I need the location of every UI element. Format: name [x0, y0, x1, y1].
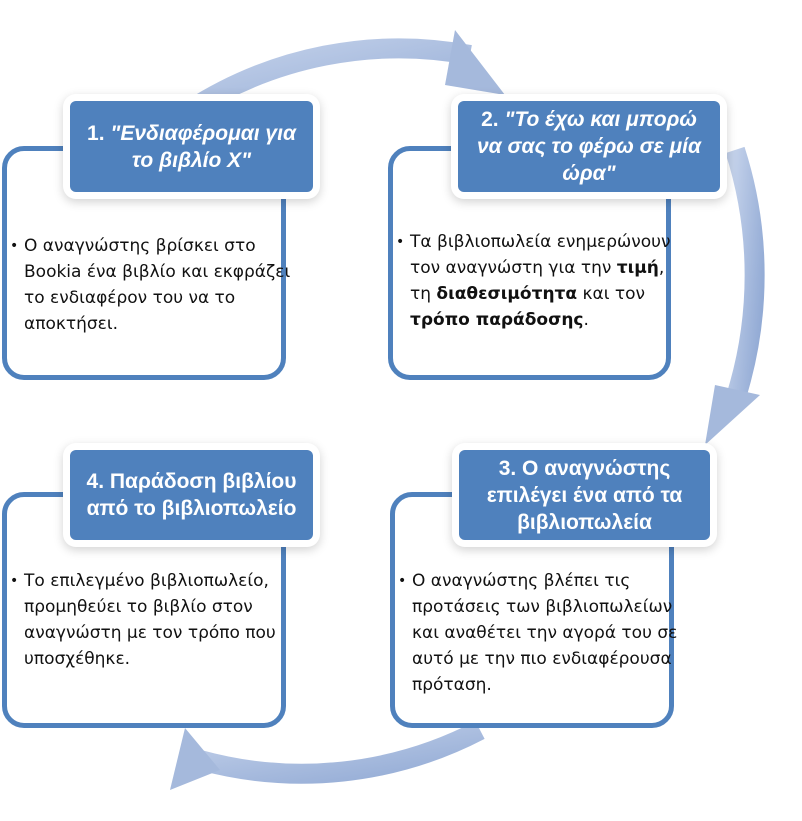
step-4-description: • Το επιλεγμένο βιβλιοπωλείο, προμηθεύει …	[8, 568, 296, 672]
step-2-number: 2.	[481, 108, 499, 131]
bullet: •	[10, 238, 19, 254]
arrow-right	[725, 146, 765, 404]
step-3-title: 3. Ο αναγνώστης επιλέγει ένα από τα βιβλ…	[459, 450, 710, 540]
step-2-bold-price: τιμή	[616, 258, 659, 278]
arrow-bottom	[197, 721, 485, 784]
step-4-title-text: 4. Παράδοση βιβλίου από το βιβλιοπωλείο	[86, 470, 297, 520]
step-2-title: 2. "Το έχω και μπορώ να σας το φέρω σε μ…	[458, 101, 720, 192]
step-2-description: • Τα βιβλιοπωλεία ενημερώνουν τον αναγνώσ…	[394, 229, 682, 333]
arrowhead-bottom	[170, 728, 220, 790]
step-2-text-b: , τη	[410, 258, 665, 304]
step-1-title: 1. "Ενδιαφέρομαι για το βιβλίο X"	[70, 101, 313, 192]
step-2-text-d: .	[583, 310, 589, 330]
step-3-text: Ο αναγνώστης βλέπει τις προτάσεις των βι…	[412, 571, 678, 695]
step-3-description: • Ο αναγνώστης βλέπει τις προτάσεις των β…	[396, 568, 684, 698]
arrowhead-right	[705, 385, 760, 445]
bullet: •	[398, 573, 407, 589]
bullet: •	[396, 234, 405, 250]
step-4-title: 4. Παράδοση βιβλίου από το βιβλιοπωλείο	[70, 450, 313, 540]
step-1-description: • Ο αναγνώστης βρίσκει στο Bookia ένα βιβ…	[8, 233, 296, 337]
step-2-title-text: "Το έχω και μπορώ να σας το φέρω σε μία …	[477, 108, 701, 185]
step-2-bold-availability: διαθεσιμότητα	[436, 284, 578, 304]
arrowhead-top	[445, 30, 505, 95]
step-2-text-c: και τον	[577, 284, 646, 304]
step-1-number: 1.	[87, 121, 105, 145]
step-1-text: Ο αναγνώστης βρίσκει στο Bookia ένα βιβλ…	[24, 236, 291, 334]
step-1-title-text: "Ενδιαφέρομαι για το βιβλίο X"	[110, 121, 296, 172]
arrow-top	[184, 38, 472, 119]
step-2-text-a: Τα βιβλιοπωλεία ενημερώνουν τον αναγνώστ…	[410, 232, 671, 278]
step-4-text: Το επιλεγμένο βιβλιοπωλείο, προμηθεύει τ…	[24, 571, 276, 669]
bullet: •	[10, 573, 19, 589]
step-3-title-text: 3. Ο αναγνώστης επιλέγει ένα από τα βιβλ…	[486, 456, 683, 534]
step-2-bold-delivery: τρόπο παράδοσης	[410, 310, 584, 330]
